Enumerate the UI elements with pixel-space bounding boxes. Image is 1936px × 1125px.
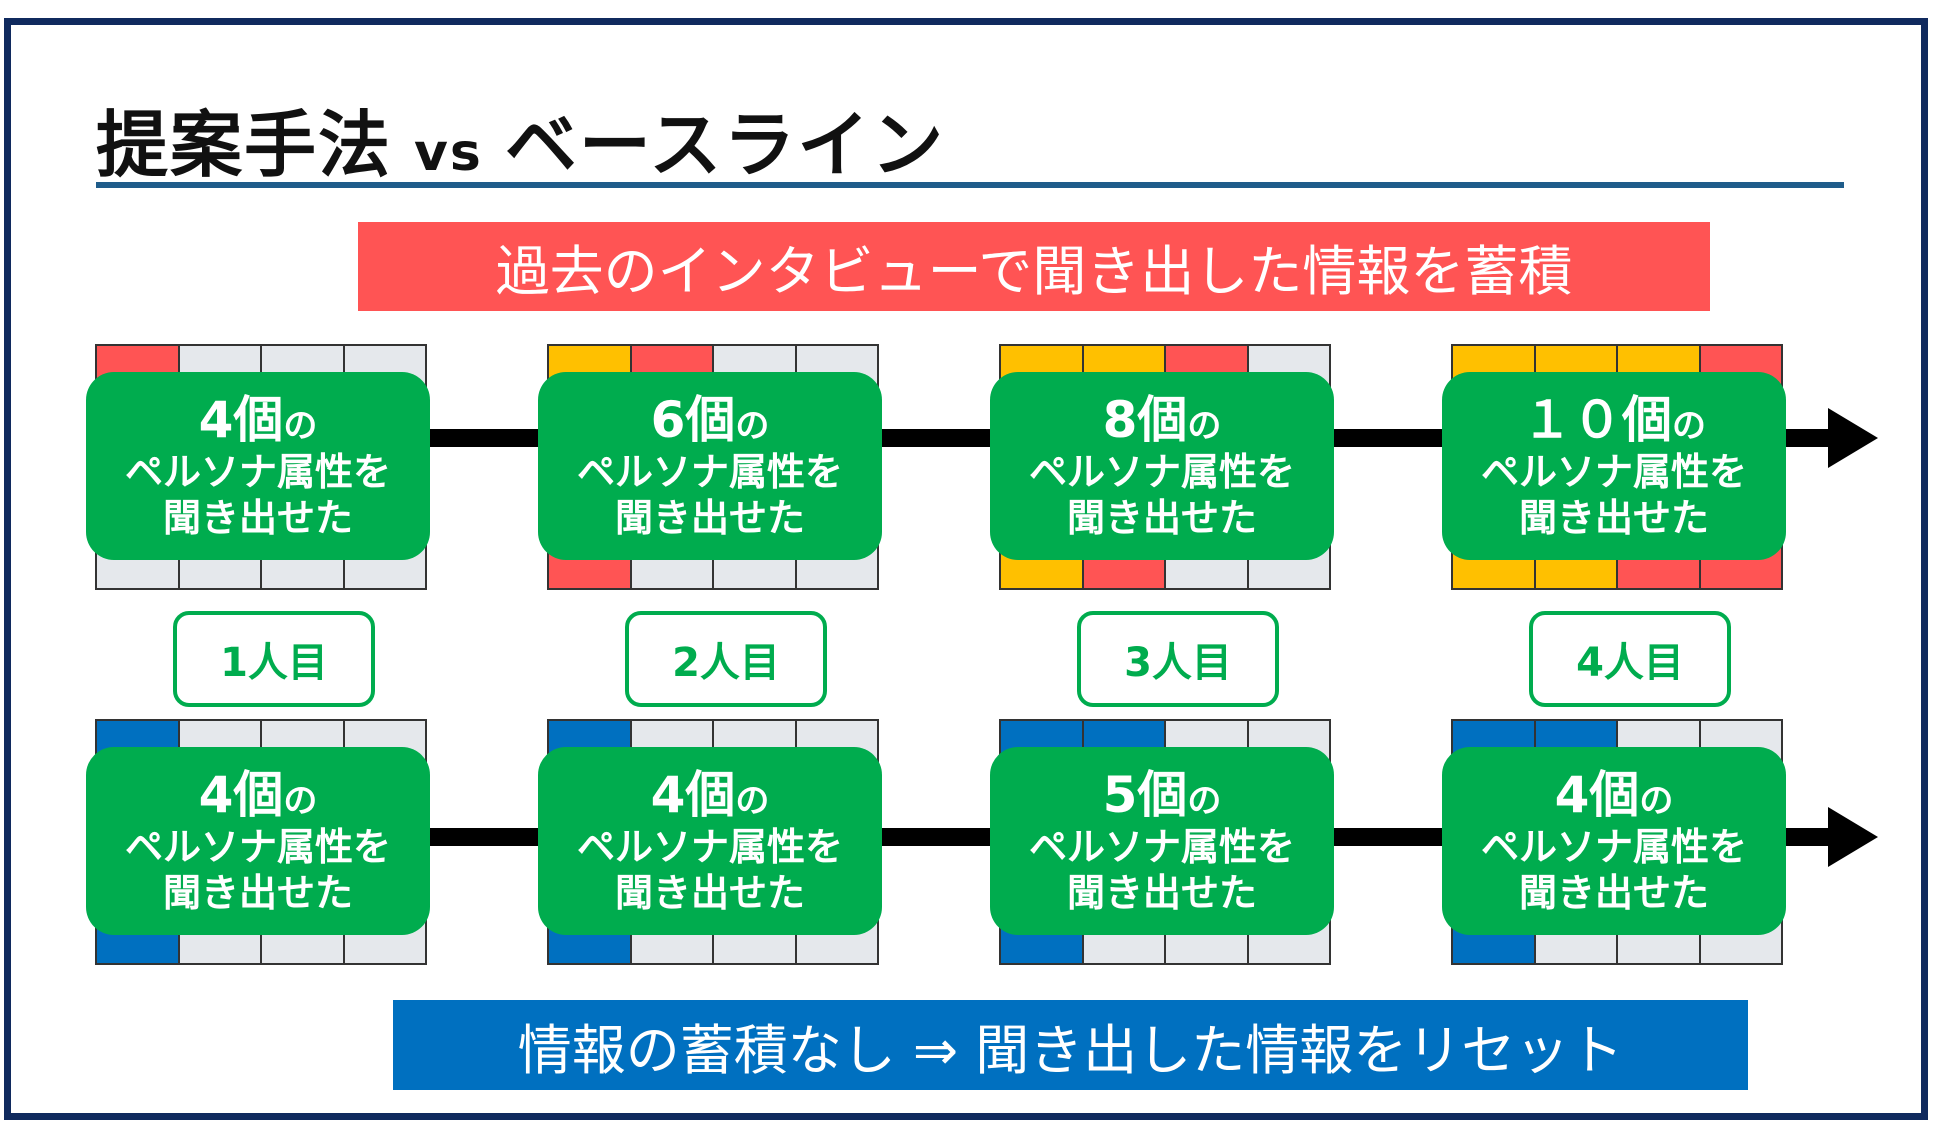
result-line2: 聞き出せた bbox=[614, 871, 805, 915]
result-line2: 聞き出せた bbox=[1518, 871, 1709, 915]
result-line2: 聞き出せた bbox=[614, 496, 805, 540]
result-line1: ペルソナ属性を bbox=[1480, 450, 1747, 495]
proposed-result-box: 8個のペルソナ属性を聞き出せた bbox=[990, 372, 1334, 560]
count-unit: 個 bbox=[233, 391, 284, 450]
interviewee-label: 1人目 bbox=[173, 611, 375, 707]
proposed-result-box: １０個のペルソナ属性を聞き出せた bbox=[1442, 372, 1786, 560]
result-line1: ペルソナ属性を bbox=[124, 450, 391, 495]
title-baseline: ベースライン bbox=[504, 103, 946, 187]
title-proposed: 提案手法 bbox=[96, 103, 393, 187]
result-line1: ペルソナ属性を bbox=[1480, 825, 1747, 870]
count-value: 4 bbox=[650, 766, 686, 825]
result-line1: ペルソナ属性を bbox=[124, 825, 391, 870]
baseline-result-box: 4個のペルソナ属性を聞き出せた bbox=[1442, 747, 1786, 935]
arrow-head-icon bbox=[1828, 807, 1878, 867]
proposed-result-box: 6個のペルソナ属性を聞き出せた bbox=[538, 372, 882, 560]
attribute-count: 8個の bbox=[990, 390, 1334, 450]
attribute-count: 4個の bbox=[538, 765, 882, 825]
result-line1: ペルソナ属性を bbox=[1028, 825, 1295, 870]
result-line2: 聞き出せた bbox=[162, 871, 353, 915]
count-unit: 個 bbox=[685, 391, 736, 450]
attribute-count: 6個の bbox=[538, 390, 882, 450]
arrow-head-icon bbox=[1828, 408, 1878, 468]
slide-frame bbox=[4, 18, 1928, 1120]
attribute-count: 4個の bbox=[1442, 765, 1786, 825]
count-unit: 個 bbox=[1137, 766, 1188, 825]
attribute-count: 4個の bbox=[86, 390, 430, 450]
count-particle: の bbox=[1639, 781, 1674, 822]
baseline-result-box: 4個のペルソナ属性を聞き出せた bbox=[86, 747, 430, 935]
attribute-count: 4個の bbox=[86, 765, 430, 825]
count-value: 4 bbox=[198, 391, 234, 450]
baseline-result-box: 4個のペルソナ属性を聞き出せた bbox=[538, 747, 882, 935]
result-line2: 聞き出せた bbox=[1066, 871, 1257, 915]
count-particle: の bbox=[735, 406, 770, 447]
title-vs: vs bbox=[414, 123, 483, 183]
count-value: 4 bbox=[1554, 766, 1590, 825]
slide-title: 提案手法 vs ベースライン bbox=[96, 86, 945, 191]
count-unit: 個 bbox=[1137, 391, 1188, 450]
attribute-count: １０個の bbox=[1442, 390, 1786, 450]
count-value: 8 bbox=[1102, 391, 1138, 450]
title-underline bbox=[96, 182, 1844, 188]
result-line1: ペルソナ属性を bbox=[1028, 450, 1295, 495]
proposed-result-box: 4個のペルソナ属性を聞き出せた bbox=[86, 372, 430, 560]
count-particle: の bbox=[283, 406, 318, 447]
count-value: １０ bbox=[1522, 391, 1622, 450]
count-particle: の bbox=[283, 781, 318, 822]
count-unit: 個 bbox=[1622, 391, 1672, 450]
result-line1: ペルソナ属性を bbox=[576, 825, 843, 870]
interviewee-label: 4人目 bbox=[1529, 611, 1731, 707]
result-line2: 聞き出せた bbox=[1518, 496, 1709, 540]
baseline-banner: 情報の蓄積なし ⇒ 聞き出した情報をリセット bbox=[393, 1000, 1748, 1090]
proposed-banner: 過去のインタビューで聞き出した情報を蓄積 bbox=[358, 222, 1710, 311]
count-unit: 個 bbox=[1589, 766, 1640, 825]
interviewee-label: 3人目 bbox=[1077, 611, 1279, 707]
count-particle: の bbox=[1672, 406, 1706, 447]
result-line2: 聞き出せた bbox=[162, 496, 353, 540]
attribute-count: 5個の bbox=[990, 765, 1334, 825]
count-unit: 個 bbox=[233, 766, 284, 825]
count-particle: の bbox=[1187, 781, 1222, 822]
count-particle: の bbox=[1187, 406, 1222, 447]
baseline-result-box: 5個のペルソナ属性を聞き出せた bbox=[990, 747, 1334, 935]
result-line2: 聞き出せた bbox=[1066, 496, 1257, 540]
count-unit: 個 bbox=[685, 766, 736, 825]
interviewee-label: 2人目 bbox=[625, 611, 827, 707]
count-value: 4 bbox=[198, 766, 234, 825]
count-particle: の bbox=[735, 781, 770, 822]
count-value: 6 bbox=[650, 391, 686, 450]
result-line1: ペルソナ属性を bbox=[576, 450, 843, 495]
count-value: 5 bbox=[1102, 766, 1138, 825]
